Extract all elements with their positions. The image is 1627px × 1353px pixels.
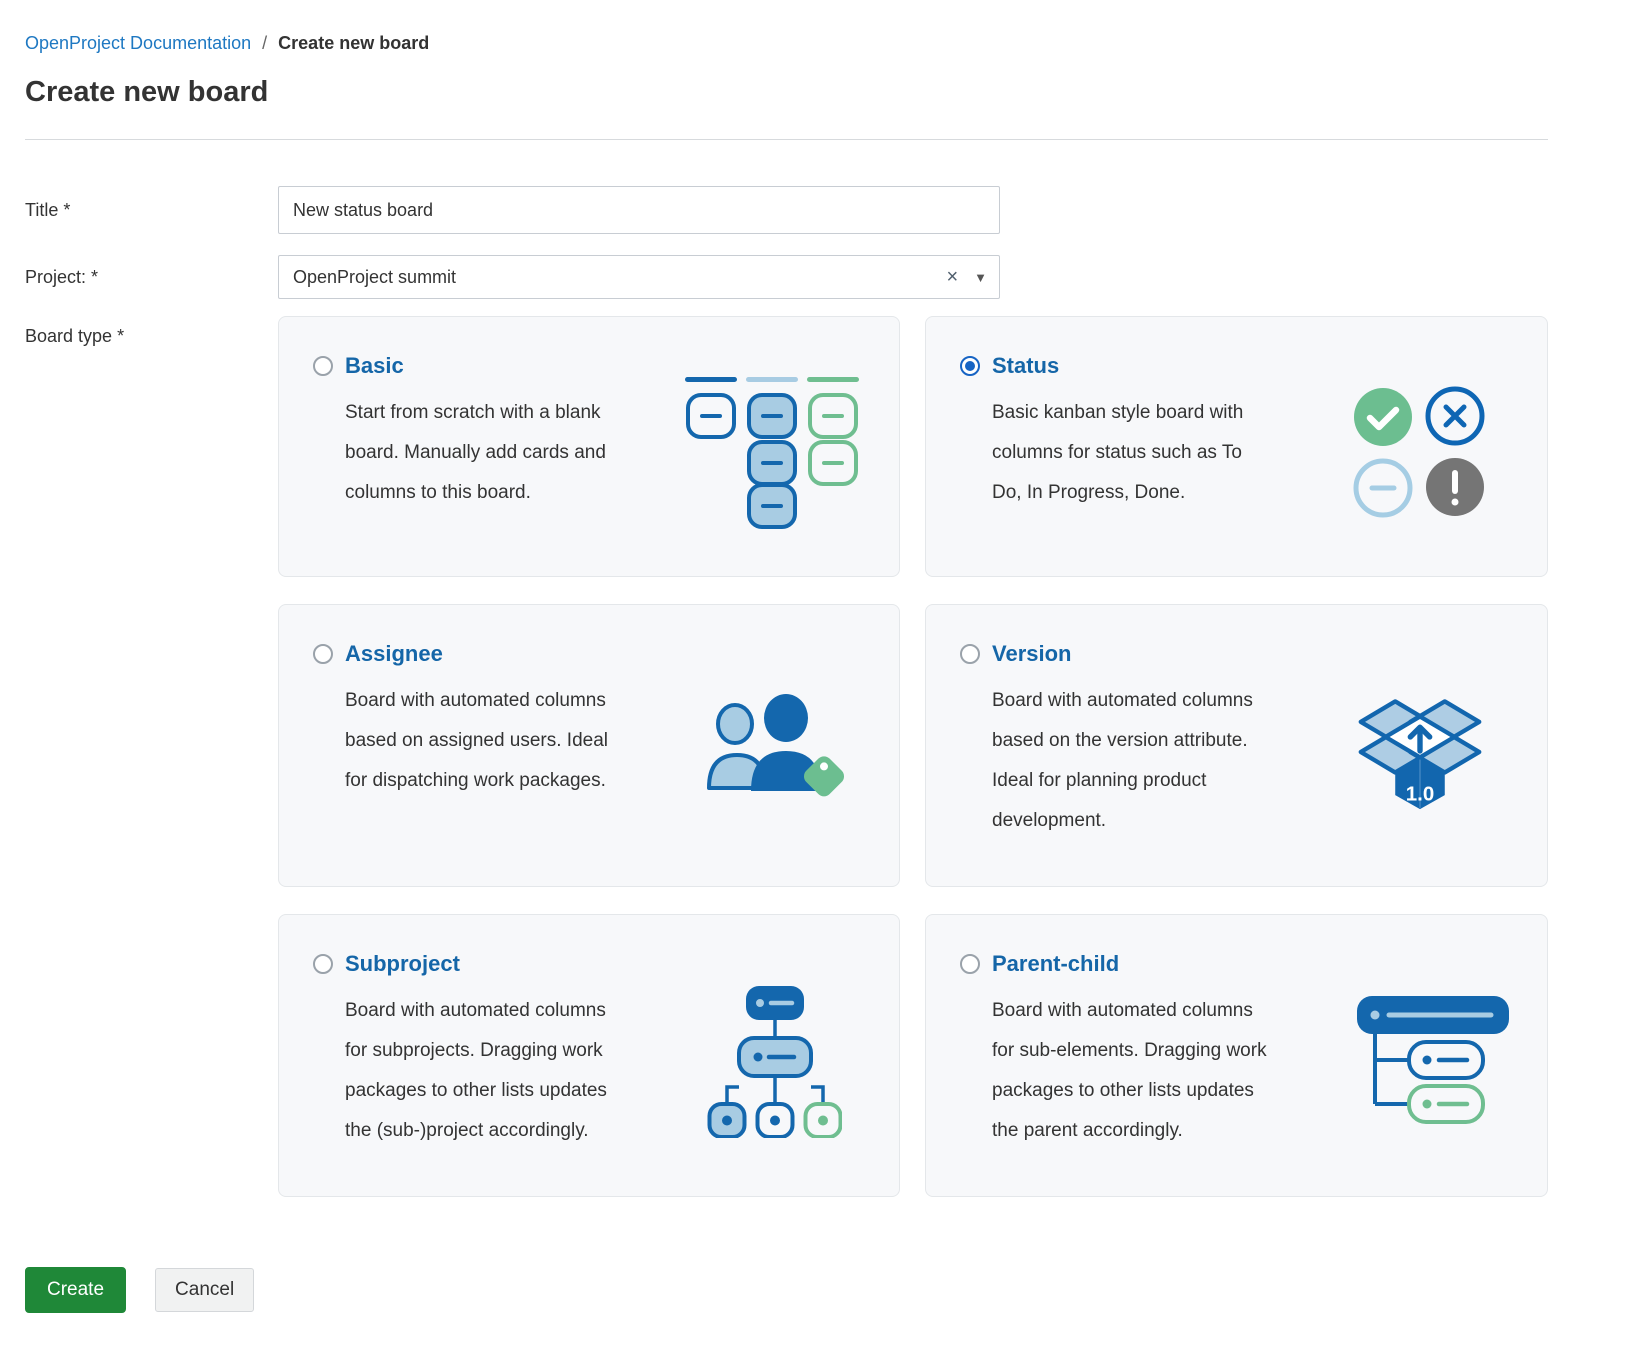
breadcrumb-link-documentation[interactable]: OpenProject Documentation xyxy=(25,33,252,53)
title-input[interactable] xyxy=(278,186,1000,234)
board-type-description-parent-child: Board with automated columns for sub-ele… xyxy=(992,1000,1267,1141)
basic-board-icon xyxy=(667,353,877,552)
subproject-hierarchy-icon xyxy=(667,951,877,1172)
version-number-label: 1.0 xyxy=(1406,782,1434,805)
status-circles-icon xyxy=(1315,353,1525,552)
board-type-grid: Basic Start from scratch with a blank bo… xyxy=(278,316,1548,1197)
board-type-card-subproject[interactable]: Subproject Board with automated columns … xyxy=(278,914,900,1197)
board-type-title-version[interactable]: Version xyxy=(992,641,1072,666)
board-type-card-status[interactable]: Status Basic kanban style board with col… xyxy=(925,316,1548,577)
board-type-title-subproject[interactable]: Subproject xyxy=(345,951,460,976)
breadcrumb-separator: / xyxy=(262,33,268,53)
board-type-description-basic: Start from scratch with a blank board. M… xyxy=(345,402,606,503)
board-type-radio-basic[interactable] xyxy=(313,356,333,376)
breadcrumb: OpenProject Documentation / Create new b… xyxy=(25,33,1548,54)
header-divider xyxy=(25,139,1548,140)
board-type-card-basic[interactable]: Basic Start from scratch with a blank bo… xyxy=(278,316,900,577)
board-type-radio-subproject[interactable] xyxy=(313,954,333,974)
project-select-value: OpenProject summit xyxy=(293,266,457,287)
required-mark: * xyxy=(63,199,71,220)
cancel-button[interactable]: Cancel xyxy=(155,1268,255,1312)
board-type-radio-version[interactable] xyxy=(960,644,980,664)
title-row: Title* xyxy=(25,186,1548,234)
board-type-description-subproject: Board with automated columns for subproj… xyxy=(345,1000,607,1141)
breadcrumb-current: Create new board xyxy=(278,33,430,53)
parent-child-tree-icon xyxy=(1315,951,1525,1172)
page-title: Create new board xyxy=(25,76,269,108)
board-type-description-version: Board with automated columns based on th… xyxy=(992,690,1253,831)
board-type-title-assignee[interactable]: Assignee xyxy=(345,641,443,666)
board-type-card-parent-child[interactable]: Parent-child Board with automated column… xyxy=(925,914,1548,1197)
board-type-radio-parent-child[interactable] xyxy=(960,954,980,974)
board-type-description-assignee: Board with automated columns based on as… xyxy=(345,690,609,791)
board-type-title-parent-child[interactable]: Parent-child xyxy=(992,951,1120,976)
title-label: Title* xyxy=(25,199,71,220)
required-mark: * xyxy=(91,266,99,287)
board-type-title-basic[interactable]: Basic xyxy=(345,353,404,378)
board-type-radio-status[interactable] xyxy=(960,356,980,376)
create-button[interactable]: Create xyxy=(25,1267,127,1313)
dropdown-caret-icon[interactable]: ▼ xyxy=(974,269,987,285)
form-actions: Create Cancel xyxy=(25,1267,1548,1313)
board-type-card-assignee[interactable]: Assignee Board with automated columns ba… xyxy=(278,604,900,887)
project-select[interactable]: OpenProject summit × ▼ xyxy=(278,255,1000,299)
board-type-label: Board type* xyxy=(25,326,125,346)
board-type-row: Board type* Basic Start from scratch wit… xyxy=(25,316,1548,1197)
assignee-users-icon xyxy=(667,641,877,862)
board-type-title-status[interactable]: Status xyxy=(992,353,1060,378)
project-label: Project:* xyxy=(25,266,99,287)
required-mark: * xyxy=(117,326,125,346)
project-row: Project:* OpenProject summit × ▼ xyxy=(25,255,1548,299)
clear-icon[interactable]: × xyxy=(946,265,959,288)
board-type-card-version[interactable]: Version Board with automated columns bas… xyxy=(925,604,1548,887)
board-type-description-status: Basic kanban style board with columns fo… xyxy=(992,402,1244,503)
create-board-form: Title* Project:* OpenProject summit × ▼ … xyxy=(25,186,1548,1197)
board-type-radio-assignee[interactable] xyxy=(313,644,333,664)
version-box-icon: 1.0 xyxy=(1315,641,1525,862)
